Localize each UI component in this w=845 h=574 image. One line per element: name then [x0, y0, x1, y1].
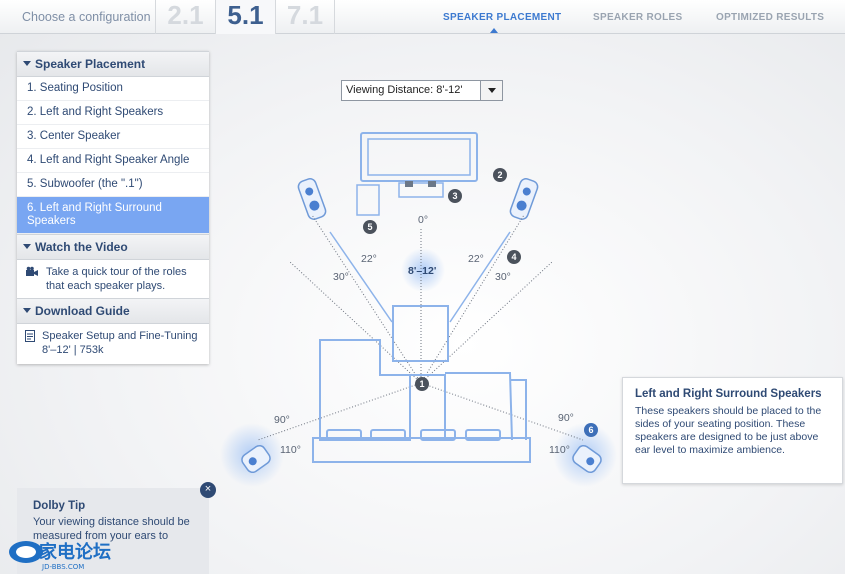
viewing-angle-lines — [329, 231, 511, 323]
section-download-guide[interactable]: Download Guide — [17, 298, 209, 324]
dropdown-arrow-icon[interactable] — [480, 81, 502, 100]
active-tab-indicator — [490, 28, 498, 33]
ottoman-icon — [392, 305, 449, 362]
right-surround-speaker-icon — [572, 444, 602, 474]
tab-optimized-results[interactable]: OPTIMIZED RESULTS — [716, 12, 825, 23]
angle-30-right-label: 30° — [495, 271, 511, 283]
watermark-text: 家电论坛 — [39, 541, 111, 563]
angle-22-right-label: 22° — [468, 253, 484, 265]
viewing-distance-select[interactable]: Viewing Distance: 8'-12' — [341, 80, 503, 101]
marker-4-speaker-angle[interactable]: 4 — [507, 250, 521, 264]
config-7-1[interactable]: 7.1 — [275, 0, 335, 34]
sidebar-item-subwoofer[interactable]: 5. Subwoofer (the ".1") — [17, 173, 209, 197]
info-body: These speakers should be placed to the s… — [635, 405, 822, 456]
config-2-1[interactable]: 2.1 — [155, 0, 215, 34]
collapse-triangle-icon — [23, 61, 31, 67]
section-title: Watch the Video — [35, 240, 128, 254]
viewing-distance-value: Viewing Distance: 8'-12' — [346, 84, 463, 96]
collapse-triangle-icon — [23, 308, 31, 314]
tip-title: Dolby Tip — [33, 500, 86, 512]
section-title: Download Guide — [35, 304, 130, 318]
document-icon — [25, 329, 37, 357]
top-bar: Choose a configuration 2.1 5.1 7.1 SPEAK… — [0, 0, 845, 34]
angle-110-right-label: 110° — [549, 444, 570, 456]
info-panel: Left and Right Surround Speakers These s… — [622, 377, 843, 484]
section-speaker-placement[interactable]: Speaker Placement — [17, 51, 209, 77]
right-front-speaker-icon — [509, 178, 539, 220]
watermark-logo: 家电论坛 JD-BBS.COM — [6, 537, 138, 571]
section-title: Speaker Placement — [35, 57, 146, 71]
camera-icon — [25, 265, 41, 293]
close-icon[interactable]: × — [200, 482, 216, 498]
center-speaker-icon — [398, 181, 444, 198]
angle-center-label: 0° — [418, 214, 429, 226]
config-5-1[interactable]: 5.1 — [215, 0, 275, 34]
left-surround-speaker-icon — [241, 444, 271, 474]
guide-download-link[interactable]: Speaker Setup and Fine-Tuning 8'–12' | 7… — [17, 324, 209, 364]
angle-lines — [257, 214, 584, 441]
marker-3-center-speaker[interactable]: 3 — [448, 189, 462, 203]
tab-speaker-roles[interactable]: SPEAKER ROLES — [593, 12, 683, 23]
sidebar-item-left-right-speakers[interactable]: 2. Left and Right Speakers — [17, 101, 209, 125]
tab-speaker-placement[interactable]: SPEAKER PLACEMENT — [443, 12, 562, 23]
angle-30-left-label: 30° — [333, 271, 349, 283]
info-title: Left and Right Surround Speakers — [635, 388, 822, 400]
sidebar-item-speaker-angle[interactable]: 4. Left and Right Speaker Angle — [17, 149, 209, 173]
video-description: Take a quick tour of the roles that each… — [46, 266, 187, 292]
video-link[interactable]: Take a quick tour of the roles that each… — [17, 260, 209, 298]
collapse-triangle-icon — [23, 244, 31, 250]
angle-22-left-label: 22° — [361, 253, 377, 265]
angle-110-left-label: 110° — [280, 444, 301, 456]
dolby-tip-panel: Dolby Tip Your viewing distance should b… — [17, 488, 209, 574]
distance-label: 8'–12' — [408, 265, 437, 277]
sidebar: Speaker Placement 1. Seating Position 2.… — [17, 51, 209, 364]
choose-configuration-label: Choose a configuration — [22, 10, 151, 24]
marker-6-surround[interactable]: 6 — [584, 423, 598, 437]
guide-description: Speaker Setup and Fine-Tuning 8'–12' | 7… — [42, 330, 198, 356]
marker-2-front-speakers[interactable]: 2 — [493, 168, 507, 182]
marker-5-subwoofer[interactable]: 5 — [363, 220, 377, 234]
left-front-speaker-icon — [297, 178, 327, 220]
angle-90-left-label: 90° — [274, 414, 290, 426]
tip-body: Your viewing distance should be measured… — [33, 516, 190, 542]
distance-glow — [401, 248, 445, 292]
sidebar-item-center-speaker[interactable]: 3. Center Speaker — [17, 125, 209, 149]
marker-1-seating[interactable]: 1 — [415, 377, 429, 391]
sofa-icon — [312, 339, 531, 463]
watermark-subtext: JD-BBS.COM — [41, 563, 84, 571]
sidebar-item-seating-position[interactable]: 1. Seating Position — [17, 77, 209, 101]
subwoofer-icon — [356, 184, 380, 216]
tv-icon — [360, 132, 478, 182]
angle-90-right-label: 90° — [558, 412, 574, 424]
sidebar-item-surround-speakers[interactable]: 6. Left and Right Surround Speakers — [17, 197, 209, 234]
section-watch-video[interactable]: Watch the Video — [17, 234, 209, 260]
